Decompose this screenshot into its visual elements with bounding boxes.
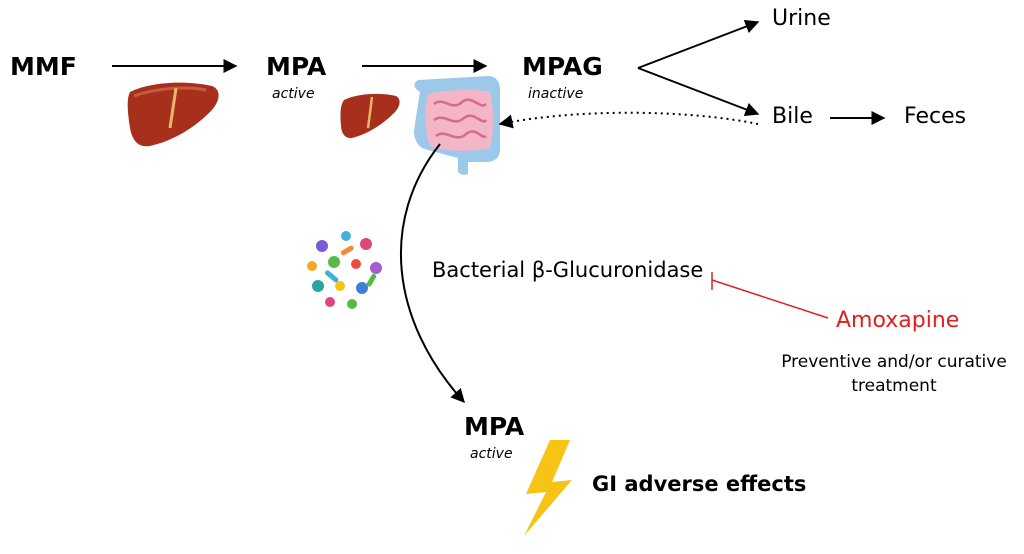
label-mpa-top-state: active <box>272 86 315 102</box>
arrow-mpag-to-bile <box>637 67 760 117</box>
label-mpa-bottom-state: active <box>470 446 513 462</box>
liver-icon <box>127 82 219 147</box>
label-treatment: Preventive and/or curative treatment <box>772 352 1016 396</box>
label-enzyme: Bacterial β-Glucuronidase <box>432 258 704 282</box>
label-urine: Urine <box>772 6 831 31</box>
label-bile: Bile <box>772 104 813 129</box>
bacteria-icon <box>300 223 386 309</box>
label-mmf: MMF <box>10 52 77 81</box>
label-treatment-line1: Preventive and/or curative <box>781 352 1007 372</box>
lightning-bolt-icon <box>524 440 572 536</box>
label-feces: Feces <box>904 104 967 129</box>
arrow-intestine-to-mpa <box>399 143 465 404</box>
label-mpa-bottom: MPA <box>464 412 525 441</box>
label-treatment-line2: treatment <box>851 376 937 396</box>
arrow-mpag-to-urine <box>637 19 760 69</box>
arrow-bile-to-intestine-dotted <box>498 111 759 129</box>
liver-icon <box>340 93 400 139</box>
intestine-icon <box>414 76 500 175</box>
label-inhibitor: Amoxapine <box>836 308 960 333</box>
label-mpag: MPAG <box>522 52 603 81</box>
label-effect: GI adverse effects <box>592 472 807 496</box>
label-mpa-top: MPA <box>266 52 327 81</box>
label-mpag-state: inactive <box>528 86 584 102</box>
inhibition-line <box>711 272 829 319</box>
